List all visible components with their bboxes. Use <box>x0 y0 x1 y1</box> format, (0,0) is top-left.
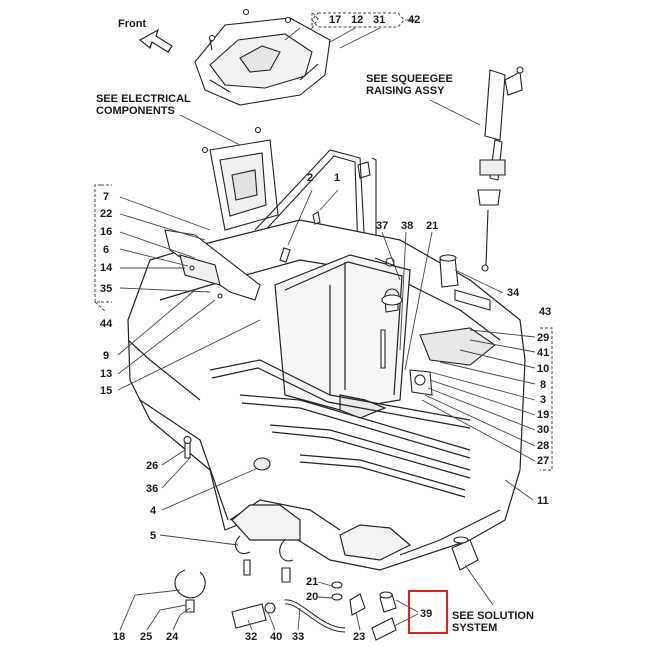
callout-1: 1 <box>334 172 341 184</box>
hose-fittings-part <box>374 254 496 396</box>
callout-42: 42 <box>408 14 421 26</box>
callout-21-top: 21 <box>426 220 439 232</box>
main-body-part <box>127 219 526 571</box>
callout-12: 12 <box>351 14 364 26</box>
callout-43: 43 <box>539 306 552 318</box>
callout-30: 30 <box>537 424 550 436</box>
callout-13: 13 <box>100 368 113 380</box>
callout-8: 8 <box>540 379 547 391</box>
callout-23: 23 <box>353 631 366 643</box>
callout-33: 33 <box>292 631 305 643</box>
callout-9: 9 <box>103 350 110 362</box>
callout-10: 10 <box>537 363 550 375</box>
callout-28: 28 <box>537 440 550 452</box>
note-electrical-line1: SEE ELECTRICAL <box>96 93 191 105</box>
callout-39-highlight-box <box>408 590 448 634</box>
callout-36: 36 <box>146 483 159 495</box>
callout-24: 24 <box>166 631 179 643</box>
callout-4: 4 <box>150 505 157 517</box>
note-solution-line2: SYSTEM <box>452 622 498 634</box>
callout-14: 14 <box>100 262 113 274</box>
callout-32: 32 <box>245 631 258 643</box>
front-arrow-icon <box>138 28 173 53</box>
callout-39: 39 <box>420 608 433 620</box>
callout-34: 34 <box>507 287 520 299</box>
callout-15: 15 <box>100 385 113 397</box>
callout-18: 18 <box>113 631 126 643</box>
callout-29: 29 <box>537 332 550 344</box>
note-squeegee-line2: RAISING ASSY <box>366 85 445 97</box>
callout-5: 5 <box>150 530 157 542</box>
callout-41: 41 <box>537 347 550 359</box>
front-label: Front <box>118 18 147 30</box>
callout-25: 25 <box>140 631 153 643</box>
callout-7: 7 <box>103 191 110 203</box>
callout-19: 19 <box>537 409 550 421</box>
callout-group-brackets <box>94 10 553 471</box>
callout-31: 31 <box>373 14 386 26</box>
squeegee-raising-assembly-part <box>477 66 524 272</box>
leader-lines <box>117 19 536 631</box>
callout-11: 11 <box>537 495 549 507</box>
callout-6: 6 <box>103 244 110 256</box>
callout-16: 16 <box>100 226 113 238</box>
callout-27: 27 <box>537 455 550 467</box>
callout-3: 3 <box>540 394 547 406</box>
loose-parts-group <box>174 211 479 641</box>
callout-21-bottom: 21 <box>306 576 319 588</box>
callout-38: 38 <box>401 220 414 232</box>
note-electrical-line2: COMPONENTS <box>96 105 175 117</box>
note-squeegee-line1: SEE SQUEEGEE <box>366 73 453 85</box>
note-solution-line1: SEE SOLUTION <box>452 610 534 622</box>
callout-37: 37 <box>376 220 389 232</box>
callout-20: 20 <box>306 591 319 603</box>
callout-26: 26 <box>146 460 159 472</box>
frame-rods-part <box>254 149 377 253</box>
electrical-bracket-part <box>201 126 279 231</box>
callout-17: 17 <box>329 14 342 26</box>
callout-2: 2 <box>307 172 314 184</box>
handle-rail-part <box>164 229 261 301</box>
top-cover-part <box>194 8 331 106</box>
callout-44: 44 <box>100 318 113 330</box>
callout-40: 40 <box>270 631 283 643</box>
callout-35: 35 <box>100 283 113 295</box>
callout-22: 22 <box>100 208 113 220</box>
